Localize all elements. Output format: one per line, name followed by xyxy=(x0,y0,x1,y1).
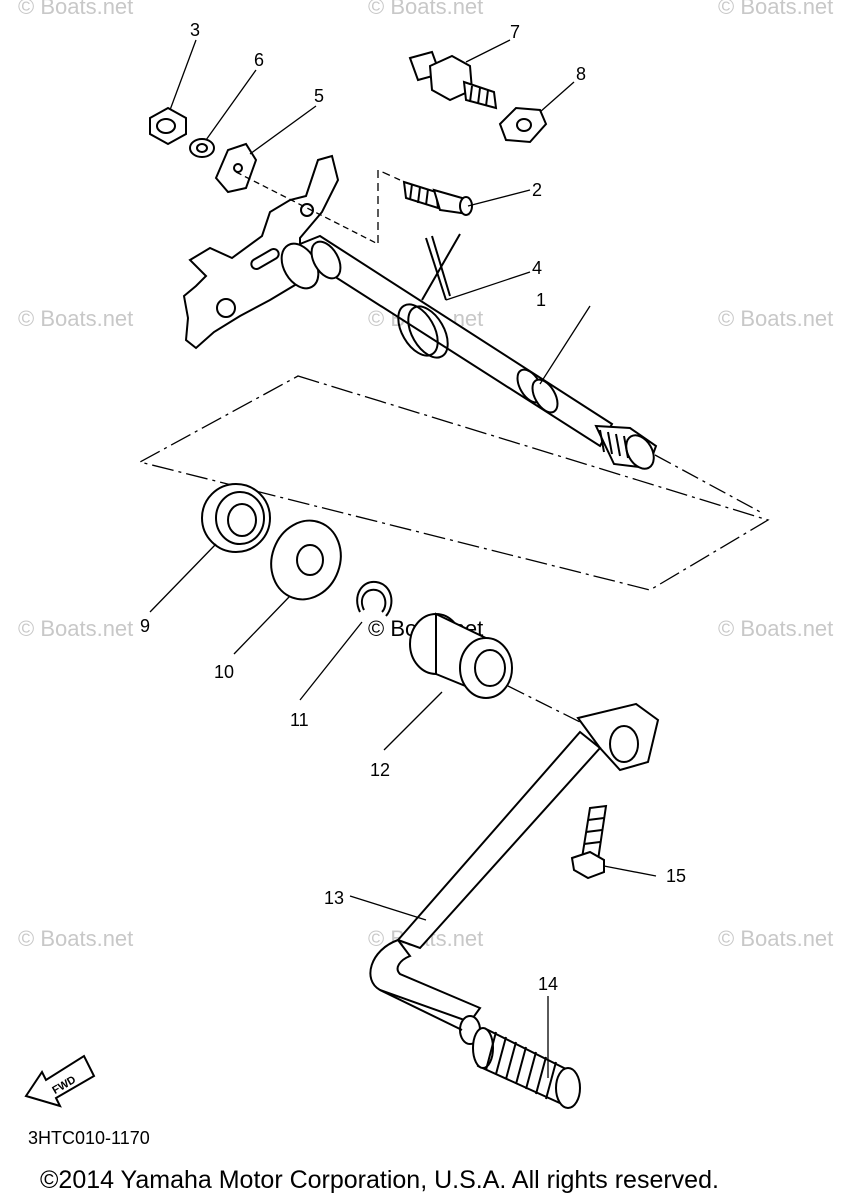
copyright-text: ©2014 Yamaha Motor Corporation, U.S.A. A… xyxy=(40,1166,719,1194)
watermark: © Boats.net xyxy=(18,616,133,641)
callout-7: 7 xyxy=(510,22,520,42)
leader-lines xyxy=(149,39,657,1078)
watermark: © Boats.net xyxy=(18,306,133,331)
part-12-collar xyxy=(409,612,513,699)
part-9-bearing xyxy=(201,483,271,553)
part-11-circlip xyxy=(356,580,393,617)
watermark: © Boats.net xyxy=(18,926,133,951)
callout-4: 4 xyxy=(532,258,542,278)
part-14-footpeg-rubber xyxy=(472,1027,581,1109)
callout-3: 3 xyxy=(190,20,200,40)
watermark: © Boats.net xyxy=(18,0,133,19)
callout-6: 6 xyxy=(254,50,264,70)
watermark: © Boats.net xyxy=(368,0,483,19)
part-15-bolt xyxy=(570,804,608,880)
part-8-washer xyxy=(498,106,548,144)
watermark: © Boats.net xyxy=(718,926,833,951)
watermark: © Boats.net xyxy=(718,616,833,641)
callout-14: 14 xyxy=(538,974,558,994)
forward-arrow-icon: FWD xyxy=(24,1054,96,1108)
part-5-pawl xyxy=(214,142,258,194)
callout-11: 11 xyxy=(290,710,309,730)
assembly-boundary xyxy=(138,375,770,591)
lever-axis-line xyxy=(507,685,581,723)
part-13-shift-lever xyxy=(369,702,660,1045)
shaft-dash-line xyxy=(235,171,379,245)
watermark: © Boats.net xyxy=(718,0,833,19)
callout-8: 8 xyxy=(576,64,586,84)
callout-13: 13 xyxy=(324,888,344,908)
callout-1: 1 xyxy=(536,290,546,310)
watermarks: © Boats.net © Boats.net © Boats.net © Bo… xyxy=(18,0,833,951)
part-10-washer xyxy=(270,519,342,601)
callout-5: 5 xyxy=(314,86,324,106)
callout-15: 15 xyxy=(666,866,686,886)
assembly-guide-line xyxy=(377,168,401,243)
part-2-bolt xyxy=(402,180,473,216)
shaft-axis-line xyxy=(654,454,765,515)
callout-10: 10 xyxy=(214,662,234,682)
diagram-code: 3HTC010-1170 xyxy=(28,1128,150,1148)
watermark: © Boats.net xyxy=(718,306,833,331)
part-3-nut xyxy=(149,106,187,146)
part-6-circlip xyxy=(189,138,215,158)
callout-2: 2 xyxy=(532,180,542,200)
callout-12: 12 xyxy=(370,760,390,780)
part-7-stud xyxy=(408,50,498,110)
callouts: 1 2 3 4 5 6 7 8 9 10 11 12 13 14 15 xyxy=(140,20,686,994)
callout-9: 9 xyxy=(140,616,150,636)
part-4-spring xyxy=(397,233,461,359)
